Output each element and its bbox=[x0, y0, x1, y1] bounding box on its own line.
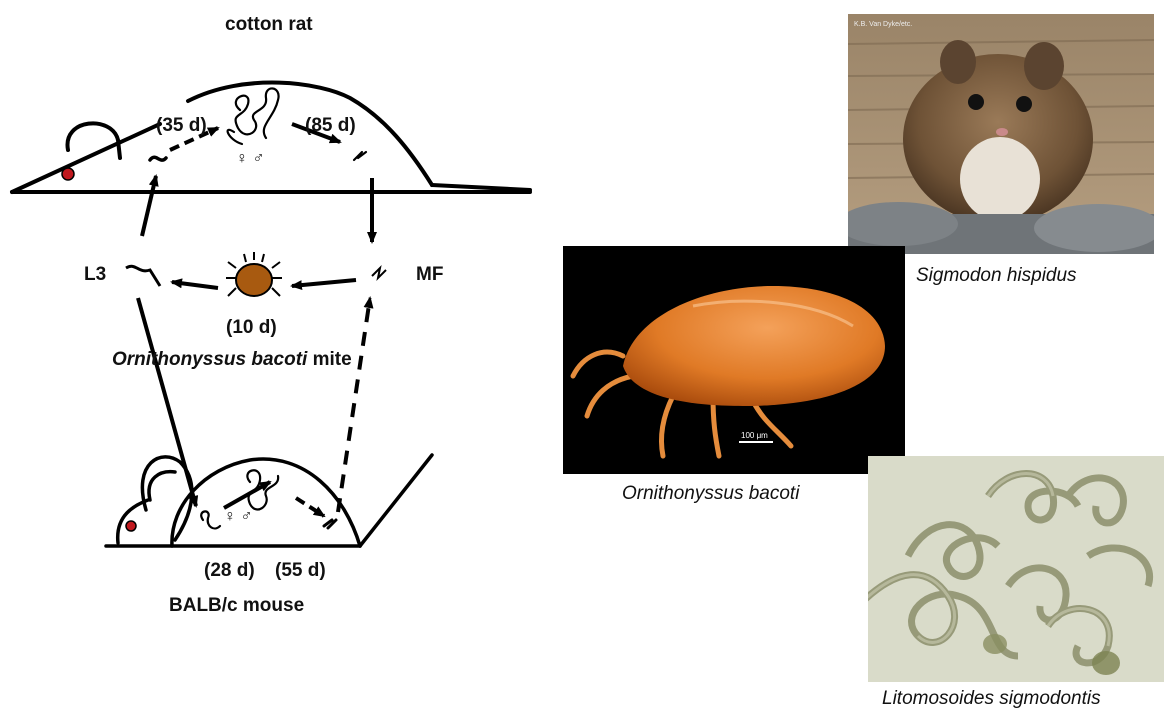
male-symbol: ♂ bbox=[240, 508, 252, 525]
worm-photo bbox=[868, 456, 1164, 682]
cotton-rat-outline bbox=[12, 83, 530, 192]
cotton-rat-photo: K.B. Van Dyke/etc. bbox=[848, 14, 1154, 254]
scale-bar-label: 100 μm bbox=[741, 431, 768, 440]
female-symbol: ♀ bbox=[224, 508, 236, 525]
mouse-eye bbox=[126, 521, 136, 531]
arrow-mouse-to-mf bbox=[338, 298, 370, 512]
worm-photo-caption: Litomosoides sigmodontis bbox=[882, 688, 1101, 710]
l3-label: L3 bbox=[84, 264, 106, 286]
mouse-outline bbox=[106, 455, 432, 546]
duration-55d: (55 d) bbox=[275, 560, 326, 582]
mite-word: mite bbox=[307, 349, 351, 370]
rat-photo-credit: K.B. Van Dyke/etc. bbox=[854, 21, 912, 28]
female-symbol: ♀ bbox=[236, 150, 248, 167]
mite-species-name: Ornithonyssus bacoti bbox=[112, 349, 307, 370]
rat-eye bbox=[62, 168, 74, 180]
male-symbol: ♂ bbox=[252, 150, 264, 167]
duration-28d: (28 d) bbox=[204, 560, 255, 582]
arrow-l3-to-rat bbox=[142, 176, 156, 236]
arrow-mite-to-l3 bbox=[172, 282, 218, 288]
arrow-mouse-larva-to-adult bbox=[224, 482, 270, 508]
l3-larva-icon bbox=[126, 266, 160, 286]
mouse-label: BALB/c mouse bbox=[169, 595, 304, 617]
cotton-rat-label: cotton rat bbox=[225, 14, 313, 36]
mite-label: Ornithonyssus bacoti mite bbox=[112, 349, 352, 371]
arrow-mouse-adult-to-mf bbox=[296, 498, 324, 516]
duration-85d: (85 d) bbox=[305, 115, 356, 137]
mf-label: MF bbox=[416, 264, 443, 286]
mite-photo: 100 μm bbox=[563, 246, 905, 474]
microfilaria-icon bbox=[372, 268, 386, 278]
mite-icon bbox=[226, 252, 282, 296]
mite-photo-caption: Ornithonyssus bacoti bbox=[622, 483, 799, 505]
duration-10d: (10 d) bbox=[226, 317, 277, 339]
arrow-mf-to-mite bbox=[292, 280, 356, 286]
sex-symbols-rat: ♀ ♂ bbox=[236, 150, 264, 168]
duration-35d: (35 d) bbox=[156, 115, 207, 137]
arrow-l3-to-mouse bbox=[138, 298, 196, 506]
sex-symbols-mouse: ♀ ♂ bbox=[224, 508, 252, 526]
rat-photo-caption: Sigmodon hispidus bbox=[916, 265, 1077, 287]
